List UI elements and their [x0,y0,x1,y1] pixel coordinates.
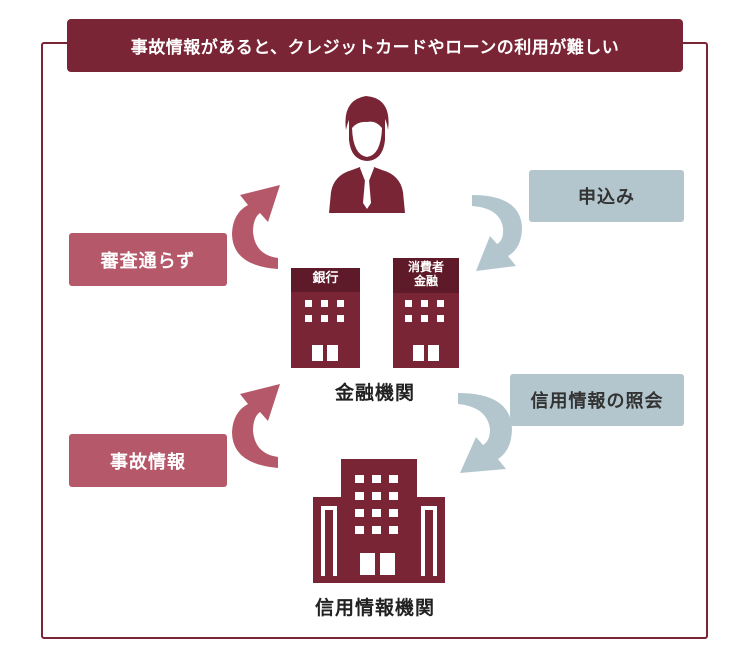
curved-arrow-icon [472,195,522,271]
consumer-finance-label: 消費者 金融 [393,260,459,289]
credit-bureau-caption: 信用情報機関 [314,597,435,619]
bank-building-icon [291,268,360,368]
financial-institutions-caption: 金融機関 [334,382,415,404]
consumer-finance-label-line2: 金融 [413,273,438,288]
consumer-finance-building-icon [393,258,459,368]
consumer-finance-label-line1: 消費者 [407,260,444,274]
person-icon [329,96,405,213]
accident-info-label: 事故情報 [69,434,227,487]
bank-label: 銀行 [312,271,339,286]
apply-label: 申込み [529,170,684,222]
credit-inquiry-label: 信用情報の照会 [510,374,684,426]
curved-arrow-icon [458,393,512,473]
curved-arrow-icon [232,185,280,269]
screening-fail-label: 審査通らず [69,233,227,286]
credit-bureau-building-icon [313,459,445,583]
curved-arrow-icon [232,384,280,468]
diagram-title: 事故情報があると、クレジットカードやローンの利用が難しい [67,19,683,72]
